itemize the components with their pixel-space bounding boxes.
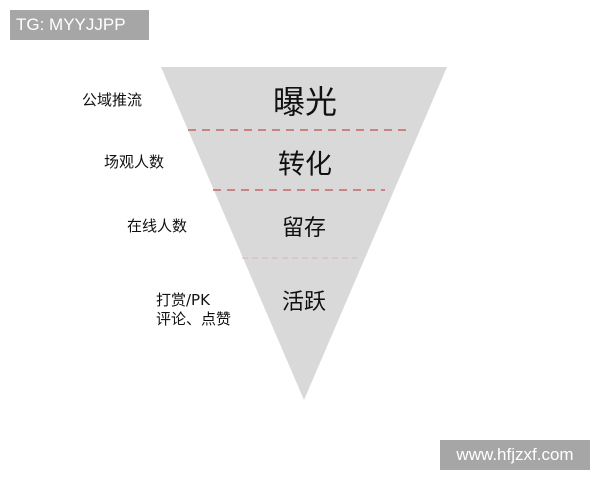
label-comments-likes: 评论、点赞 [156, 310, 232, 328]
label-online-users: 在线人数 [127, 217, 188, 235]
stage-retention: 留存 [281, 216, 327, 241]
stage-exposure: 曝光 [272, 83, 338, 121]
stage-activity: 活跃 [281, 290, 327, 315]
label-tips-pk: 打赏/PK [156, 291, 210, 309]
watermark-top-left: TG: MYYJJPP [10, 10, 149, 40]
watermark-bottom-right: www.hfjzxf.com [440, 440, 590, 470]
label-viewers: 场观人数 [104, 153, 165, 171]
funnel-shape [161, 67, 447, 400]
label-public-traffic: 公域推流 [82, 91, 143, 109]
stage-conversion: 转化 [278, 149, 332, 181]
